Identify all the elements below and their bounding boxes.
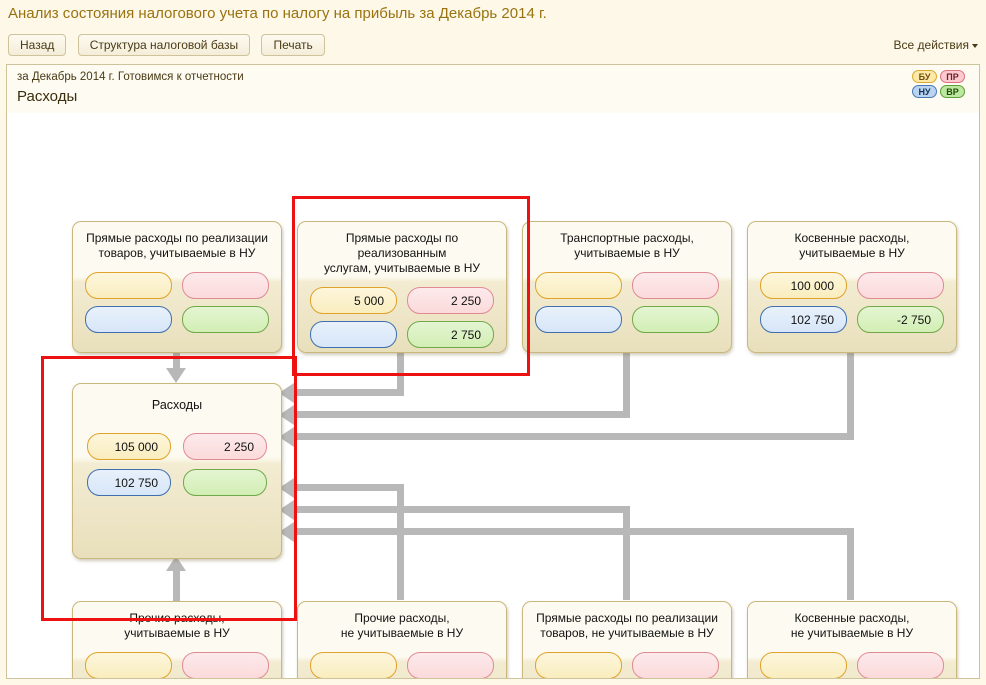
card-values <box>73 648 281 678</box>
card-title: Прочие расходы, не учитываемые в НУ <box>340 611 464 640</box>
connector-other-nu-v <box>173 571 180 601</box>
card-title: Прямые расходы по реализованным услугам,… <box>323 231 481 275</box>
connector-direct-services-h <box>294 389 404 396</box>
value-vr[interactable] <box>183 469 267 496</box>
arrow-left-4 <box>279 478 294 498</box>
value-nu[interactable]: 102 750 <box>87 469 171 496</box>
card-title: Прямые расходы по реализации товаров, уч… <box>86 231 268 260</box>
connector-transport-v <box>623 351 630 417</box>
card-indirect-not-nu[interactable]: Косвенные расходы, не учитываемые в НУ <box>747 601 957 678</box>
value-bu[interactable] <box>535 652 622 678</box>
arrow-left-6 <box>279 522 294 542</box>
tax-base-structure-button[interactable]: Структура налоговой базы <box>77 34 251 56</box>
value-vr[interactable]: -2 750 <box>857 306 944 333</box>
value-vr[interactable]: 2 750 <box>407 321 494 348</box>
card-other-nu[interactable]: Прочие расходы, учитываемые в НУ <box>72 601 282 678</box>
card-title: Прямые расходы по реализации товаров, не… <box>536 611 718 640</box>
value-bu[interactable] <box>310 652 397 678</box>
toolbar: Назад Структура налоговой базы Печать <box>8 34 333 58</box>
value-bu[interactable]: 5 000 <box>310 287 397 314</box>
connector-indirect-v <box>847 351 854 439</box>
card-title: Косвенные расходы, не учитываемые в НУ <box>790 611 914 640</box>
value-bu[interactable] <box>85 652 172 678</box>
selection-rect-direct-services <box>292 196 530 376</box>
print-button[interactable]: Печать <box>261 34 325 56</box>
card-values: 100 000 102 750 -2 750 <box>748 268 956 345</box>
back-button[interactable]: Назад <box>8 34 67 56</box>
legend-badge-nu: НУ <box>912 85 937 98</box>
all-actions-menu[interactable]: Все действия <box>894 38 978 52</box>
connector-indirect-not-nu-h <box>294 528 854 535</box>
connector-direct-goods-not-nu-v <box>623 506 630 600</box>
card-direct-goods-not-nu[interactable]: Прямые расходы по реализации товаров, не… <box>522 601 732 678</box>
value-bu[interactable] <box>85 272 172 299</box>
card-values <box>298 648 506 678</box>
card-title: Транспортные расходы, учитываемые в НУ <box>560 231 694 260</box>
value-pr[interactable]: 2 250 <box>183 433 267 460</box>
card-title: Косвенные расходы, учитываемые в НУ <box>794 231 910 260</box>
value-vr[interactable] <box>182 306 269 333</box>
value-pr[interactable] <box>857 652 944 678</box>
card-expenses-total[interactable]: Расходы 105 000 2 250 102 750 <box>72 383 282 559</box>
value-pr[interactable] <box>632 652 719 678</box>
card-values <box>73 268 281 345</box>
connector-direct-goods-to-total <box>173 351 180 373</box>
card-values <box>748 648 956 678</box>
value-pr[interactable] <box>632 272 719 299</box>
content-panel: за Декабрь 2014 г. Готовимся к отчетност… <box>6 64 980 679</box>
connector-other-not-nu-v <box>397 484 404 600</box>
legend-badge-bu: БУ <box>912 70 937 83</box>
value-pr[interactable] <box>182 652 269 678</box>
arrow-down-to-total <box>166 368 186 383</box>
card-direct-goods-nu[interactable]: Прямые расходы по реализации товаров, уч… <box>72 221 282 353</box>
period-label: за Декабрь 2014 г. Готовимся к отчетност… <box>17 71 244 83</box>
value-bu[interactable]: 100 000 <box>760 272 847 299</box>
value-vr[interactable] <box>632 306 719 333</box>
connector-indirect-h <box>294 433 854 440</box>
value-pr[interactable] <box>182 272 269 299</box>
card-values <box>523 268 731 345</box>
connector-other-not-nu-h <box>294 484 404 491</box>
value-bu[interactable] <box>760 652 847 678</box>
selection-rect-expenses-total <box>41 356 297 621</box>
diagram-canvas: Прямые расходы по реализации товаров, уч… <box>7 113 979 678</box>
value-nu[interactable] <box>85 306 172 333</box>
value-nu[interactable] <box>310 321 397 348</box>
card-transport-nu[interactable]: Транспортные расходы, учитываемые в НУ <box>522 221 732 353</box>
card-other-not-nu[interactable]: Прочие расходы, не учитываемые в НУ <box>297 601 507 678</box>
arrow-left-5 <box>279 500 294 520</box>
legend-badge-vr: ВР <box>940 85 965 98</box>
connector-transport-h <box>294 411 630 418</box>
card-values: 105 000 2 250 102 750 <box>73 423 281 510</box>
value-nu[interactable]: 102 750 <box>760 306 847 333</box>
connector-indirect-not-nu-v <box>847 528 854 600</box>
card-direct-services-nu[interactable]: Прямые расходы по реализованным услугам,… <box>297 221 507 353</box>
value-pr[interactable] <box>407 652 494 678</box>
value-bu[interactable]: 105 000 <box>87 433 171 460</box>
chevron-down-icon <box>972 43 978 48</box>
card-values: 5 000 2 250 2 750 <box>298 283 506 352</box>
value-nu[interactable] <box>535 306 622 333</box>
legend-badge-pr: ПР <box>940 70 965 83</box>
panel-header: за Декабрь 2014 г. Готовимся к отчетност… <box>7 65 979 113</box>
connector-direct-goods-not-nu-h <box>294 506 630 513</box>
arrow-left-1 <box>279 383 294 403</box>
card-title: Расходы <box>151 398 203 412</box>
all-actions-label: Все действия <box>893 38 969 52</box>
value-pr[interactable] <box>857 272 944 299</box>
value-pr[interactable]: 2 250 <box>407 287 494 314</box>
card-title: Прочие расходы, учитываемые в НУ <box>124 611 230 640</box>
arrow-left-3 <box>279 427 294 447</box>
section-heading: Расходы <box>17 88 78 105</box>
value-bu[interactable] <box>535 272 622 299</box>
card-values <box>523 648 731 678</box>
card-indirect-nu[interactable]: Косвенные расходы, учитываемые в НУ 100 … <box>747 221 957 353</box>
arrow-up-to-total <box>166 556 186 571</box>
page-title: Анализ состояния налогового учета по нал… <box>8 5 547 22</box>
arrow-left-2 <box>279 405 294 425</box>
